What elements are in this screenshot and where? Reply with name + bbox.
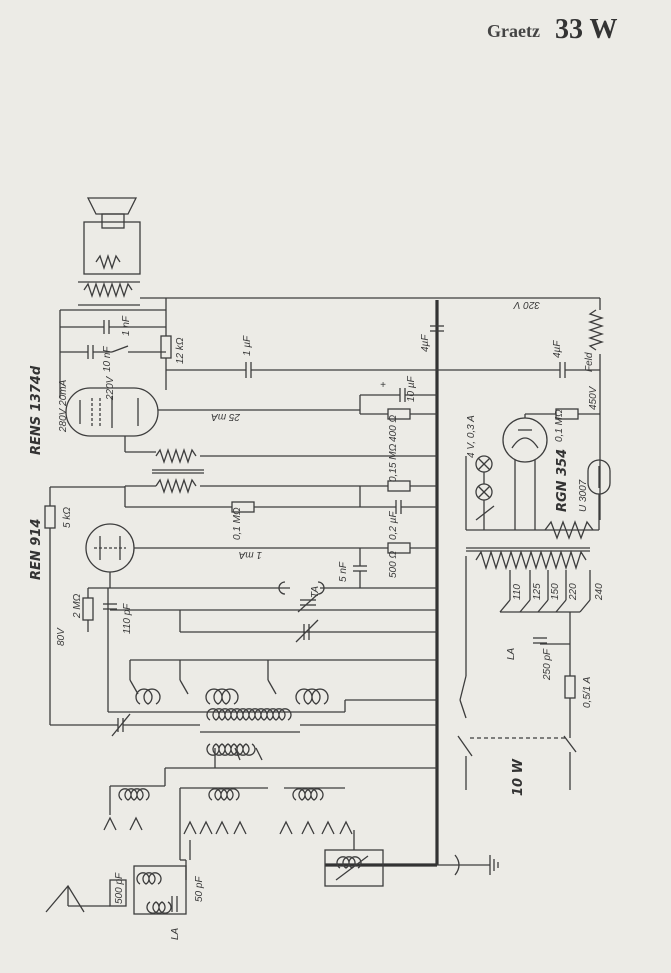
label-la: LA xyxy=(506,647,517,660)
label-10w: 10 W xyxy=(511,758,526,796)
trimmer-capacitor-ta xyxy=(297,593,319,613)
label-tap-220: 220 xyxy=(568,583,579,601)
label-c500: 500 pF xyxy=(114,872,125,904)
interstage-transformer-icon xyxy=(152,447,204,495)
detector-tube-icon xyxy=(85,523,135,573)
capacitor-4uf-b xyxy=(559,362,566,378)
capacitor-50pf xyxy=(171,896,178,912)
label-tap-150: 150 xyxy=(550,583,561,600)
mains-switch-icon xyxy=(457,675,577,757)
chassis-ground-icon xyxy=(489,855,499,875)
capacitor-1uf xyxy=(245,362,252,378)
label-r01m: 0,1 MΩ xyxy=(554,409,565,442)
label-1ma: 1 mA xyxy=(238,549,262,560)
label-la-b: LA xyxy=(170,927,181,940)
label-lamp: 4 V, 0,3 A xyxy=(466,415,477,458)
label-rens-rating: 280V 20mA xyxy=(58,379,69,433)
resistor-12k xyxy=(160,335,172,359)
label-r12k: 12 kΩ xyxy=(175,337,186,364)
label-r015: 0,15 MΩ xyxy=(388,443,399,482)
capacitor-250pf xyxy=(533,637,547,644)
regulator-u3007-icon xyxy=(587,459,611,495)
capacitor-5nf xyxy=(353,565,367,572)
tube-label-rens1374d: RENS 1374d xyxy=(29,365,44,455)
label-c50: 50 pF xyxy=(194,876,205,902)
rf-coil-upper-icon xyxy=(135,688,329,705)
resistor-2m xyxy=(82,597,94,621)
label-c110: 110 pF xyxy=(122,603,133,634)
output-transformer-icon xyxy=(78,281,140,306)
label-plus: + xyxy=(380,380,386,391)
band-coil-1-icon xyxy=(103,786,150,831)
label-fuse: 0,5/1 A xyxy=(582,676,593,708)
tone-switch xyxy=(111,345,129,353)
capacitor-10nf xyxy=(87,345,94,359)
antenna-input-box xyxy=(109,879,127,907)
label-80v: 80V xyxy=(56,627,67,646)
band-coil-3-icon xyxy=(279,788,353,835)
label-r5k: 5 kΩ xyxy=(62,507,73,528)
coil-switch-icon xyxy=(214,747,263,768)
capacitor-1nf xyxy=(103,320,110,334)
loudspeaker-icon xyxy=(83,197,141,275)
resistor-5k xyxy=(44,505,56,529)
power-tube-icon xyxy=(65,387,159,437)
label-c4uf-b: 4µF xyxy=(552,340,563,358)
rectifier-tube-icon xyxy=(502,417,548,463)
capacitor-4uf-a xyxy=(430,325,444,332)
label-450v: 450V xyxy=(588,385,599,410)
antenna-coil-icon xyxy=(200,708,300,756)
label-r01m-b: 0,1 MΩ xyxy=(232,507,243,540)
label-u3007: U 3007 xyxy=(578,479,589,512)
label-r2m: 2 MΩ xyxy=(72,593,83,619)
label-c250: 250 pF xyxy=(542,648,553,681)
label-320v: 320 V xyxy=(513,299,540,310)
voltage-selector-taps xyxy=(499,570,591,613)
tuning-gang-icon xyxy=(324,849,384,887)
label-25ma: 25 mA xyxy=(211,411,241,422)
band-coil-2-icon xyxy=(179,788,247,860)
label-c1nf: 1 nF xyxy=(121,315,132,336)
capacitor-10uf xyxy=(399,388,406,402)
mains-fuse xyxy=(564,675,576,699)
wire xyxy=(475,505,495,521)
aerial-coil-icon xyxy=(133,865,187,915)
label-c5nf: 5 nF xyxy=(338,561,349,582)
label-c10nf: 10 nF xyxy=(102,346,113,372)
label-feld: Feld xyxy=(584,352,595,372)
label-tap-125: 125 xyxy=(532,583,543,600)
label-tap-240: 240 xyxy=(594,583,605,601)
label-c4uf-a: 4µF xyxy=(420,334,431,352)
earth-terminal-icon xyxy=(454,854,460,876)
label-c1uf: 1 µF xyxy=(242,335,253,356)
label-c02uf: 0,2 µF xyxy=(388,511,399,540)
label-tap-110: 110 xyxy=(512,584,523,600)
wavechange-switch-icon xyxy=(129,660,277,695)
mains-transformer-icon xyxy=(466,547,590,571)
tube-label-rgn354: RGN 354 xyxy=(555,449,570,512)
heater-winding-icon xyxy=(544,520,594,540)
antenna-icon xyxy=(45,884,85,913)
field-coil-icon xyxy=(587,309,605,351)
label-ta: TA xyxy=(310,586,321,598)
label-r500: 500 Ω xyxy=(388,551,399,578)
tube-label-ren914: REN 914 xyxy=(29,519,44,580)
capacitor-110pf xyxy=(103,603,117,610)
title-brand: Graetz xyxy=(487,21,540,41)
label-r400: 400 Ω xyxy=(388,415,399,442)
variable-capacitor-tuning xyxy=(295,619,319,643)
label-c10uf: 10 µF xyxy=(406,375,417,402)
title-model: 33 W xyxy=(555,14,618,45)
